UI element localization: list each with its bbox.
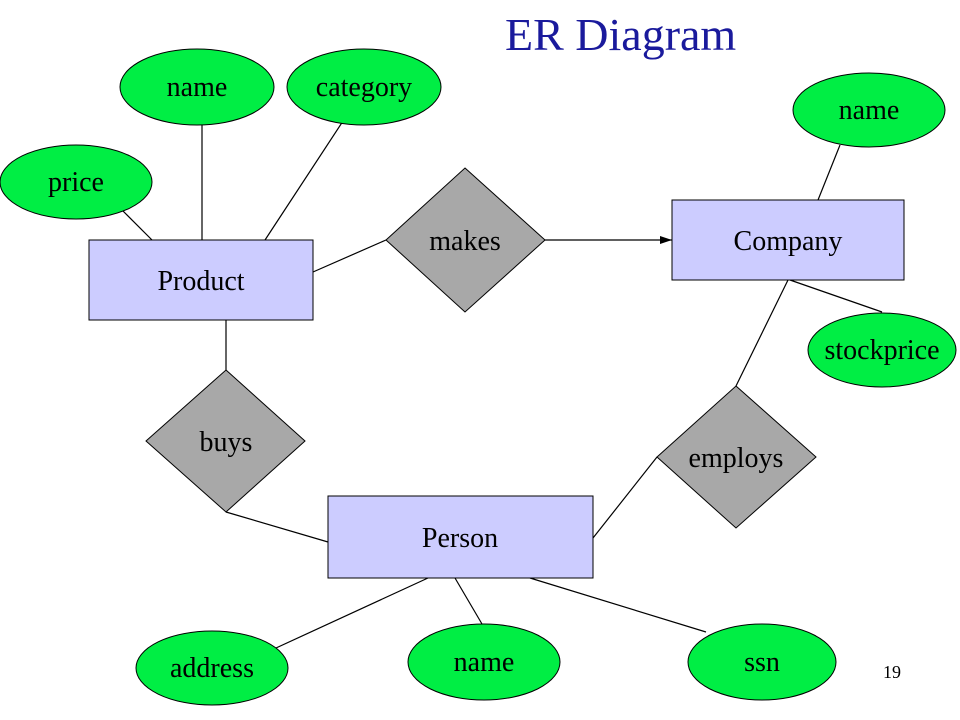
person-address-connector [275,577,429,649]
company-name-connector [817,144,841,201]
person-ssn-connector [529,577,707,633]
attribute-product-category: category [286,48,442,126]
attribute-company-name: name [792,72,946,148]
employs-person-connector [592,456,658,539]
attribute-company-stockprice: stockprice [807,312,957,388]
connectors [119,117,883,649]
attribute-product-price-label: price [48,167,104,198]
product-category-connector [264,117,346,241]
relationship-makes: makes [385,167,546,313]
entity-company: Company [671,199,905,281]
relationship-buys: buys [145,369,306,513]
attribute-person-name-label: name [454,647,515,678]
relationship-makes-label: makes [429,226,501,257]
relationship-buys-label: buys [200,427,253,458]
attribute-person-ssn-label: ssn [744,647,780,678]
attribute-person-address-label: address [170,653,254,684]
product-price-connector [119,207,153,241]
entity-person: Person [327,495,594,579]
attribute-product-name-label: name [167,72,228,103]
relationship-employs: employs [656,385,817,529]
company-stockprice-connector [789,279,883,313]
attribute-product-category-label: category [316,72,412,103]
attribute-person-name: name [407,623,561,701]
entity-product-label: Product [157,266,244,297]
product-makes-connector [312,239,387,273]
attribute-company-stockprice-label: stockprice [824,335,939,366]
person-name-connector [454,577,483,625]
page-number: 19 [883,662,901,682]
attribute-person-ssn: ssn [687,623,837,701]
buys-person-connector [225,511,329,543]
company-employs-connector [735,279,789,387]
entity-product: Product [88,239,314,321]
entity-person-label: Person [422,523,498,554]
slide-title: ER Diagram [505,9,737,60]
attribute-company-name-label: name [839,95,900,126]
attribute-person-address: address [135,630,289,706]
attribute-product-price: price [0,144,153,220]
relationship-employs-label: employs [689,443,784,474]
entity-company-label: Company [734,226,843,257]
attribute-product-name: name [119,48,275,126]
